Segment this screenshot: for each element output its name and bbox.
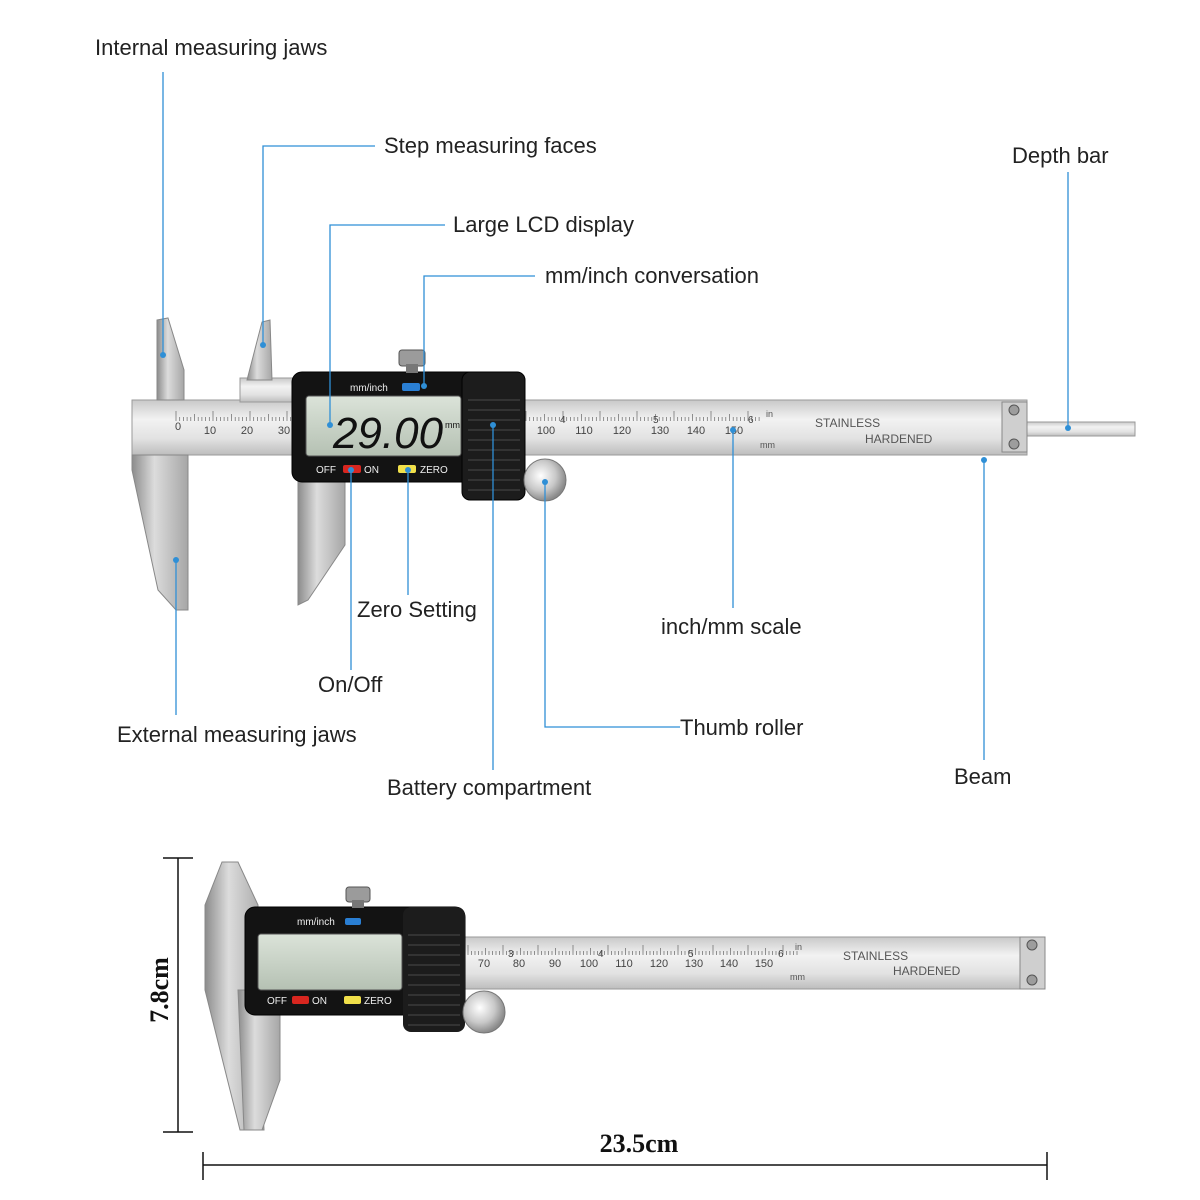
label-on-off: On/Off [318, 672, 383, 697]
internal-jaw-moving [246, 319, 273, 381]
label-battery: Battery compartment [387, 775, 592, 800]
scale-label: 140 [687, 425, 705, 437]
depth-bar [1026, 421, 1136, 437]
leader-dots [160, 342, 1071, 563]
scale-label: 10 [204, 425, 216, 437]
scale-label: 0 [175, 421, 181, 433]
lcd-reading: 29.00 [332, 409, 444, 458]
stainless-label: STAINLESS [843, 949, 908, 963]
label-lcd-display: Large LCD display [453, 212, 634, 237]
mm-unit-label: mm [790, 972, 805, 982]
end-screw [1008, 438, 1020, 450]
scale-label: 140 [720, 958, 738, 970]
scale-label: 30 [278, 425, 290, 437]
label-unit-conversion: mm/inch conversation [545, 263, 759, 288]
lock-screw[interactable] [345, 886, 371, 903]
lcd-screen [305, 395, 462, 457]
end-screw [1026, 939, 1038, 951]
mm-scale-ticks [467, 945, 798, 955]
zero-label: ZERO [364, 996, 392, 1007]
leader-lines [162, 72, 1069, 770]
off-label: OFF [267, 996, 287, 1007]
stainless-label: STAINLESS [815, 416, 880, 430]
on-off-button[interactable] [292, 996, 309, 1004]
scale-label: 150 [755, 958, 773, 970]
scale-label: 120 [650, 958, 668, 970]
unit-button[interactable] [345, 918, 361, 925]
off-label: OFF [316, 465, 336, 476]
label-zero-setting: Zero Setting [357, 597, 477, 622]
inch-mark: 5 [688, 949, 694, 960]
external-jaw-moving [297, 479, 346, 606]
width-dimension-label: 23.5cm [600, 1129, 679, 1158]
inch-unit-label: in [795, 942, 802, 952]
unit-button-label: mm/inch [350, 383, 388, 394]
battery-compartment [403, 907, 465, 1032]
end-screw [1026, 974, 1038, 986]
scale-label: 130 [651, 425, 669, 437]
label-step-faces: Step measuring faces [384, 133, 597, 158]
hardened-label: HARDENED [893, 964, 961, 978]
inch-unit-label: in [766, 409, 773, 419]
lcd-screen [257, 933, 403, 991]
thumb-roller[interactable] [462, 990, 506, 1034]
lcd-unit: mm [445, 420, 460, 430]
on-label: ON [312, 996, 327, 1007]
mm-scale-ticks [175, 411, 760, 421]
width-dimension [202, 1152, 1048, 1180]
battery-grip [408, 934, 460, 1026]
hardened-label: HARDENED [865, 432, 933, 446]
height-dimension-label: 7.8cm [145, 957, 174, 1023]
scale-label: 80 [513, 958, 525, 970]
inch-mark: 5 [653, 415, 659, 426]
label-external-jaws: External measuring jaws [117, 722, 357, 747]
scale-label: 70 [478, 958, 490, 970]
beam [131, 399, 1028, 456]
bottom-caliper: 70 80 90 100 110 120 130 140 150 3 4 5 6… [204, 861, 1046, 1131]
zero-label: ZERO [420, 465, 448, 476]
inch-mark: 4 [598, 949, 604, 960]
inch-mark: 4 [560, 415, 566, 426]
scale-label: 110 [575, 425, 593, 437]
lock-screw-stem [406, 364, 418, 373]
external-jaw-fixed [131, 454, 189, 611]
label-internal-jaws: Internal measuring jaws [95, 35, 328, 60]
inch-mark: 6 [778, 949, 784, 960]
lock-screw-stem [352, 900, 364, 908]
scale-label: 100 [537, 425, 555, 437]
height-dimension [163, 857, 193, 1133]
lock-screw[interactable] [398, 349, 426, 367]
inch-mark: 3 [508, 949, 514, 960]
scale-label: 100 [580, 958, 598, 970]
slider-frame [239, 377, 301, 403]
mm-unit-label: mm [760, 440, 775, 450]
label-thumb-roller: Thumb roller [680, 715, 804, 740]
on-label: ON [364, 465, 379, 476]
scale-label: 20 [241, 425, 253, 437]
unit-button[interactable] [402, 383, 420, 391]
scale-label: 120 [613, 425, 631, 437]
label-beam: Beam [954, 764, 1012, 789]
unit-button-label: mm/inch [297, 917, 335, 928]
inch-mark: 6 [748, 415, 754, 426]
end-screw [1008, 404, 1020, 416]
zero-button[interactable] [344, 996, 361, 1004]
scale-label: 110 [615, 958, 633, 970]
scale-label: 90 [549, 958, 561, 970]
scale-label: 130 [685, 958, 703, 970]
label-inch-mm-scale: inch/mm scale [661, 614, 802, 639]
internal-jaw-fixed [156, 317, 185, 401]
label-depth-bar: Depth bar [1012, 143, 1109, 168]
battery-grip [468, 399, 520, 491]
